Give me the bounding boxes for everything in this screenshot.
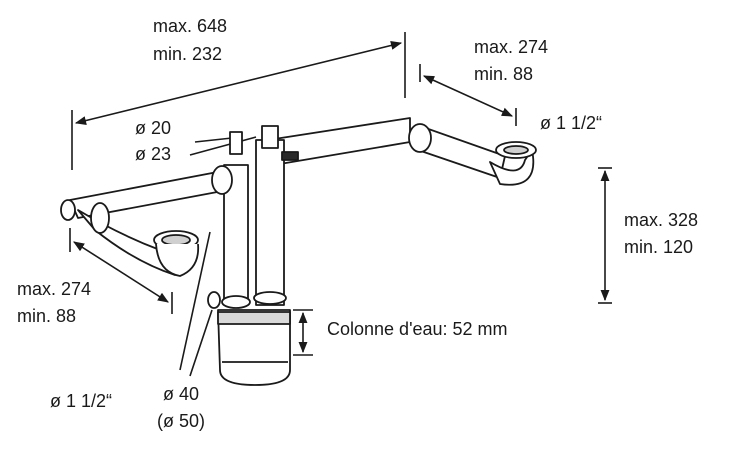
- siphon-pipes: [60, 117, 537, 386]
- overall-width-max: max. 648: [153, 16, 228, 36]
- water-seal-label: Colonne d'eau: 52 mm: [327, 319, 508, 339]
- dimension-lines: [69, 32, 612, 377]
- valve-large: [261, 125, 279, 149]
- trap-body: [217, 309, 291, 386]
- outlet-alt-diameter: (ø 50): [157, 411, 206, 431]
- height-min: min. 120: [624, 237, 694, 257]
- overall-width-min: min. 232: [153, 44, 223, 64]
- right-arm-min: min. 88: [474, 64, 534, 84]
- left-inlet-diameter: ø 1 1/2“: [50, 391, 113, 411]
- valve-large-diameter: ø 23: [135, 144, 172, 164]
- right-vertical-pipe: [255, 139, 285, 306]
- valve-small: [229, 131, 243, 155]
- right-arm-max: max. 274: [474, 37, 549, 57]
- left-arm-min: min. 88: [17, 306, 77, 326]
- left-arm-max: max. 274: [17, 279, 92, 299]
- valve-small-diameter: ø 20: [135, 118, 172, 138]
- outlet-diameter: ø 40: [163, 384, 200, 404]
- height-max: max. 328: [624, 210, 699, 230]
- right-inlet-diameter: ø 1 1/2“: [540, 113, 603, 133]
